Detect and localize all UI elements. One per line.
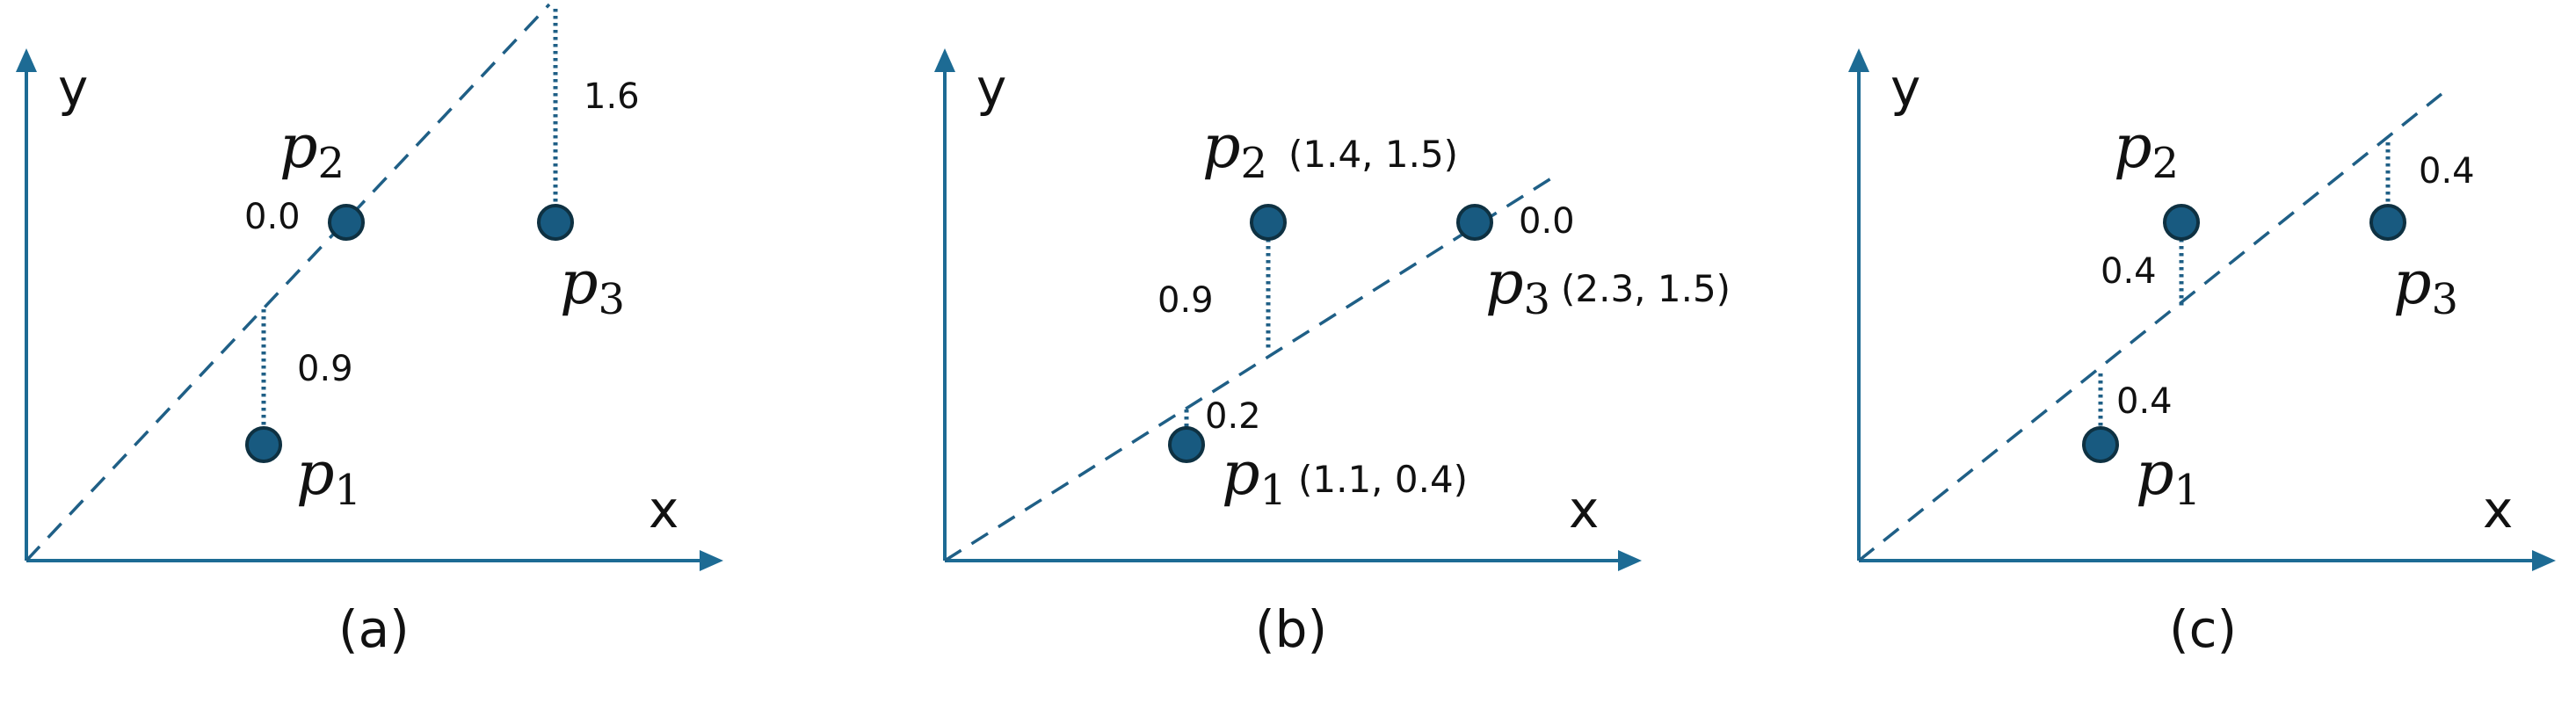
point-label-p2: p2 [1202,112,1267,188]
fit-line [944,177,1552,562]
panel-caption: (a) [338,599,410,659]
x-axis-label: x [2483,480,2513,540]
data-point-p2 [328,204,365,241]
x-axis-arrowhead [2532,550,2556,571]
residual-value-p3: 0.4 [2419,151,2475,192]
residual-value-p3: 1.6 [584,76,640,117]
y-axis-label: y [976,58,1006,118]
residual-value-p3: 0.0 [1519,201,1575,242]
y-axis-label: y [58,58,88,118]
y-axis-arrowhead [16,48,37,72]
panel-c: y x p1 p2 p3 0.4 0.4 0.4 (c) [1848,48,2556,659]
data-point-p2 [1250,204,1287,241]
point-label-p2: p2 [2114,112,2179,188]
point-label-p1: p1 [296,439,361,515]
panel-b: y x p1 (1.1, 0.4) p2 (1.4, 1.5) p3 (2.3,… [934,48,1731,659]
point-label-p2: p2 [279,112,345,188]
fit-line [25,3,551,562]
data-point-p3 [1456,204,1493,241]
y-axis-label: y [1890,58,1920,118]
data-point-p1 [1168,426,1205,463]
x-axis-arrowhead [700,550,723,571]
data-point-p3 [537,204,574,241]
point-coord-p1: (1.1, 0.4) [1298,458,1468,501]
data-point-p1 [245,426,282,463]
y-axis-arrowhead [934,48,955,72]
residual-value-p2: 0.9 [1157,280,1214,321]
residual-value-p2: 0.0 [244,197,301,237]
panel-a: y x p1 p2 p3 0.9 0.0 1.6 (a) [16,3,723,659]
point-coord-p3: (2.3, 1.5) [1561,267,1731,310]
point-label-p3: p3 [2393,249,2458,324]
data-point-p2 [2163,204,2200,241]
panel-caption: (b) [1255,599,1327,659]
data-point-p3 [2369,204,2406,241]
residual-value-p1: 0.4 [2116,381,2173,422]
point-label-p1: p1 [1222,439,1287,515]
panel-caption: (c) [2169,599,2237,659]
point-label-p3: p3 [560,249,625,324]
data-point-p1 [2082,426,2119,463]
point-coord-p2: (1.4, 1.5) [1288,133,1458,176]
y-axis-arrowhead [1848,48,1869,72]
point-label-p1: p1 [2136,439,2201,515]
x-axis-label: x [649,480,678,540]
x-axis-label: x [1569,480,1599,540]
residual-value-p1: 0.2 [1205,396,1261,437]
residual-value-p1: 0.9 [297,349,353,389]
residual-value-p2: 0.4 [2101,251,2157,292]
x-axis-arrowhead [1618,550,1642,571]
point-label-p3: p3 [1485,249,1550,324]
